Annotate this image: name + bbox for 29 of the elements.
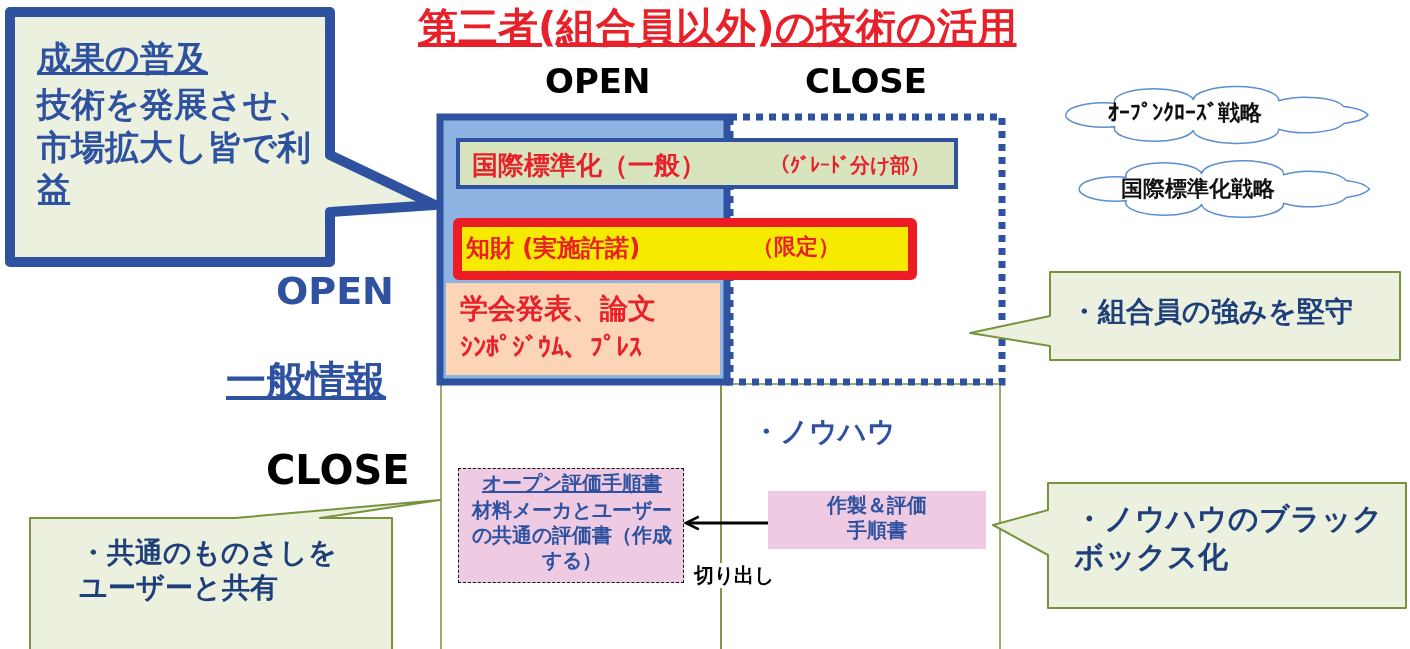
box-text: 材料メーカとユーザーの共通の評価書（作成する） [470, 498, 673, 573]
column-heading: CLOSE [805, 60, 928, 103]
box-text: 作製＆評価手順書 [825, 493, 928, 543]
row-heading: 一般情報 [226, 356, 386, 405]
title: 第三者(組合員以外)の技術の活用 [418, 3, 1017, 52]
box-text: ｼﾝﾎﾟｼﾞｳﾑ、ﾌﾟﾚｽ [460, 331, 643, 364]
box-text: 学会発表、論文 [460, 291, 657, 326]
publication-box [446, 283, 720, 375]
standard-bar [456, 138, 958, 189]
bar-label: 知財 (実施許諾) [466, 233, 642, 263]
callout-text: ・組合員の強みを堅守 [1070, 294, 1354, 329]
bar-label: （限定） [752, 233, 841, 261]
row-heading: CLOSE [266, 446, 410, 495]
callout-text: ・ノウハウのブラックボックス化 [1074, 500, 1384, 575]
cloud-text: ｵｰﾌﾟﾝｸﾛｰｽﾞ戦略 [1107, 99, 1263, 127]
cloud-text: 国際標準化戦略 [1119, 175, 1276, 203]
ip-bar [453, 218, 917, 280]
bar-label: （ｸﾞﾚｰﾄﾞ分け部） [769, 153, 931, 178]
callout-heading: 成果の普及 [37, 37, 209, 80]
procedure-box [458, 468, 684, 583]
column-heading: OPEN [545, 60, 651, 103]
box-heading: オープン評価手順書 [481, 471, 663, 496]
arrow [684, 515, 768, 531]
callout-text: ・共通のものさしをユーザーと共有 [79, 535, 338, 605]
row-heading: OPEN [276, 268, 394, 315]
list-item: ・ノウハウ [752, 414, 896, 449]
callout-text: 技術を発展させ、市場拡大し皆で利益 [37, 83, 313, 211]
procedure-box [768, 491, 986, 549]
bar-label: 国際標準化（一般） [472, 149, 707, 182]
